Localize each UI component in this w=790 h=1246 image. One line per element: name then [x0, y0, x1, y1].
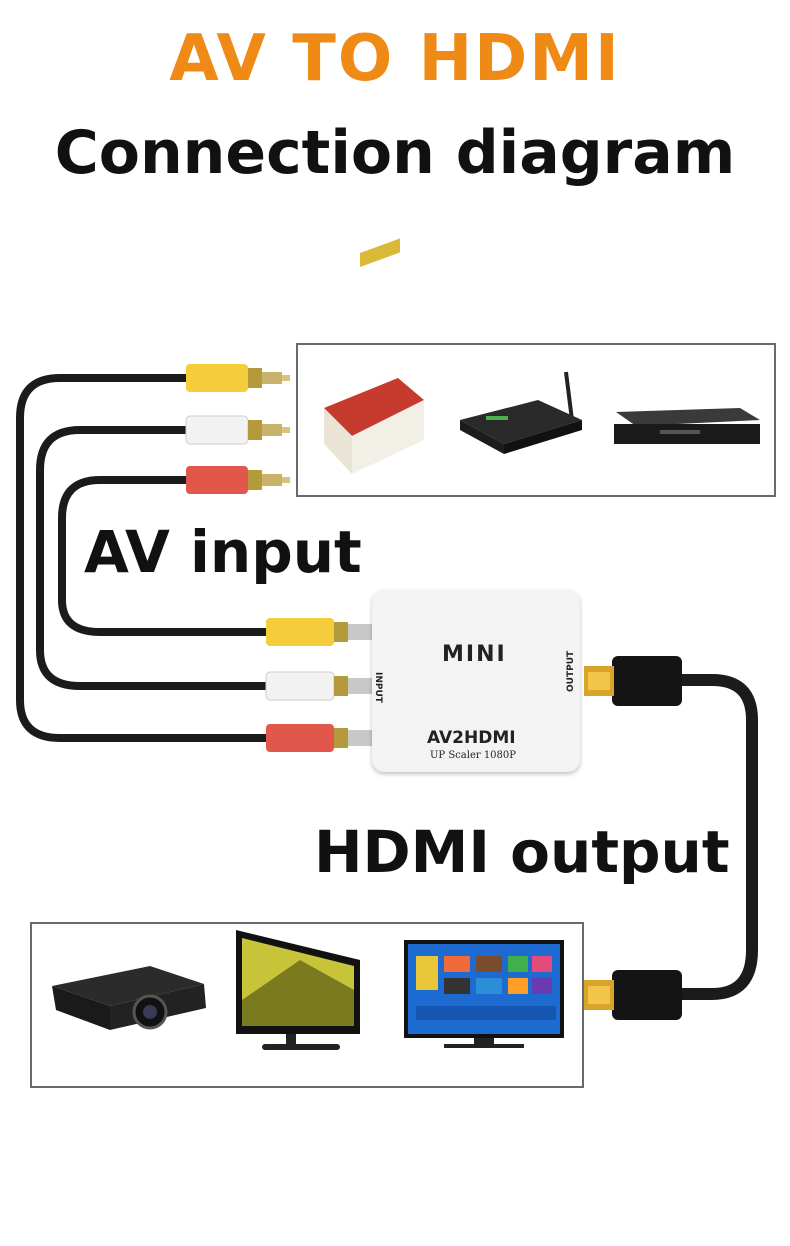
projector-image	[52, 966, 206, 1030]
page-subtitle: Connection diagram	[54, 118, 736, 188]
tv-image	[404, 940, 564, 1048]
page-title: AV TO HDMI	[169, 22, 621, 96]
converter-output-label: OUTPUT	[566, 650, 576, 692]
dvd-player-image	[614, 408, 760, 444]
hdmi-plug-top	[584, 656, 682, 706]
rca-plug-white-top	[185, 415, 290, 445]
rca-plug-red-bottom	[266, 724, 374, 752]
rca-plug-red-top	[186, 466, 290, 494]
rca-plug-yellow-top	[186, 364, 290, 392]
av-input-label: AV input	[84, 518, 362, 586]
tv-box-image	[460, 371, 582, 454]
converter-brand: MINI	[442, 642, 507, 667]
converter-model: AV2HDMI	[427, 728, 516, 748]
rca-plug-yellow-bottom	[266, 618, 374, 646]
red-av-cable	[58, 476, 276, 636]
hdmi-cable	[674, 674, 758, 1000]
white-av-cable	[36, 426, 276, 690]
game-console-image	[324, 238, 424, 474]
av2hdmi-converter	[372, 590, 580, 772]
hdmi-output-label: HDMI output	[314, 818, 730, 886]
av-cables	[16, 374, 276, 742]
converter-input-label: INPUT	[373, 672, 383, 703]
yellow-av-cable	[16, 374, 276, 742]
monitor-image	[236, 930, 360, 1050]
rca-plug-white-bottom	[265, 671, 374, 701]
converter-tagline: UP Scaler 1080P	[430, 750, 517, 761]
hdmi-plug-bottom	[584, 970, 682, 1020]
